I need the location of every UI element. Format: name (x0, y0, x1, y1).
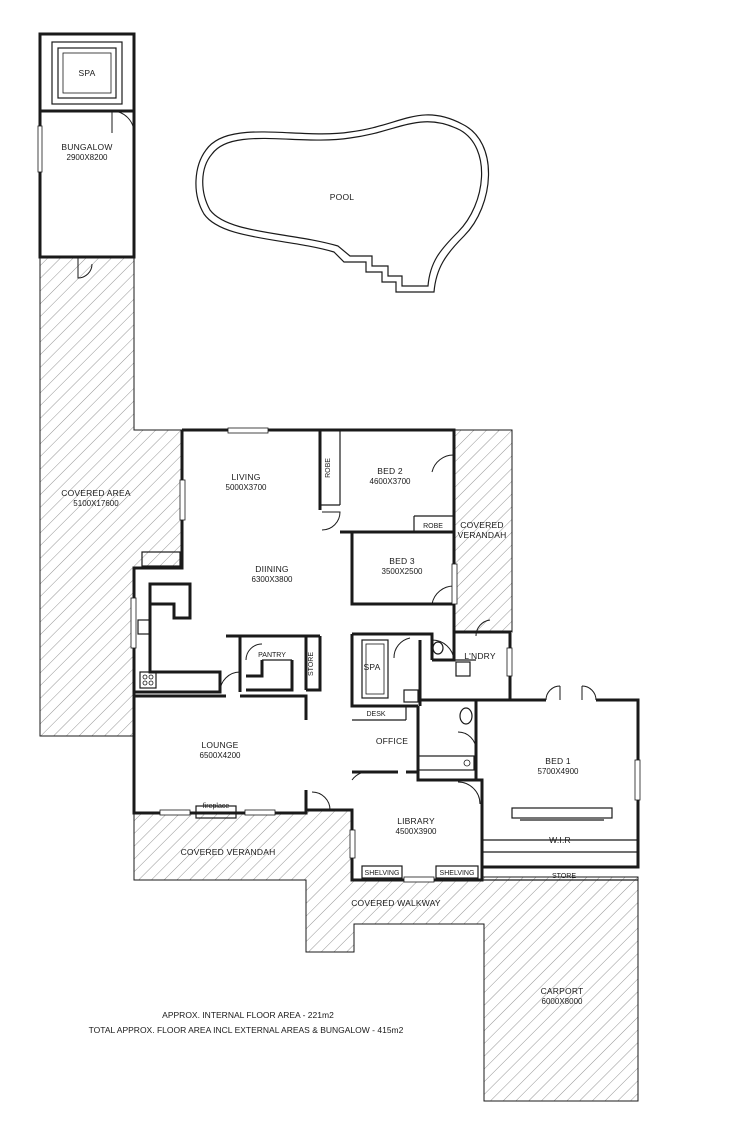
room-labels: SPA BUNGALOW 2900X8200 POOL COVERED AREA… (61, 68, 583, 1006)
label-shelving-left: SHELVING (365, 870, 400, 877)
label-fireplace: fireplace (203, 803, 230, 810)
label-covered-verandah-front: COVERED VERANDAH (181, 847, 276, 857)
dims-carport: 6000X8000 (542, 997, 583, 1006)
dims-dining: 6300X3800 (252, 575, 293, 584)
dims-living: 5000X3700 (226, 483, 267, 492)
label-shelving-right: SHELVING (440, 870, 475, 877)
label-dining: DIINING (255, 564, 289, 574)
label-lounge: LOUNGE (201, 740, 238, 750)
dims-bed2: 4600X3700 (370, 477, 411, 486)
dims-bed3: 3500X2500 (382, 567, 423, 576)
house-shell (130, 427, 641, 883)
label-robe-living: ROBE (325, 458, 332, 478)
note-internal-area: APPROX. INTERNAL FLOOR AREA - 221m2 (162, 1010, 334, 1020)
label-bed1: BED 1 (545, 756, 571, 766)
label-covered-walkway: COVERED WALKWAY (351, 898, 441, 908)
note-total-area: TOTAL APPROX. FLOOR AREA INCL EXTERNAL A… (89, 1025, 404, 1035)
label-library: LIBRARY (397, 816, 435, 826)
dims-library: 4500X3900 (396, 827, 437, 836)
label-covered-area: COVERED AREA (61, 488, 131, 498)
label-living: LIVING (231, 472, 260, 482)
label-store-carport: STORE (552, 873, 576, 880)
label-pantry: PANTRY (258, 652, 286, 659)
label-bungalow: BUNGALOW (61, 142, 112, 152)
label-carport: CARPORT (541, 986, 584, 996)
label-office: OFFICE (376, 736, 408, 746)
pool (195, 114, 490, 293)
label-spa-bath: SPA (364, 662, 381, 672)
label-pool: POOL (330, 192, 354, 202)
dims-bed1: 5700X4900 (538, 767, 579, 776)
bungalow-block (37, 32, 136, 279)
label-bed3: BED 3 (389, 556, 415, 566)
label-bed2: BED 2 (377, 466, 403, 476)
label-store-pantry: STORE (308, 652, 315, 676)
area-notes: APPROX. INTERNAL FLOOR AREA - 221m2 TOTA… (89, 1010, 404, 1035)
dims-bungalow: 2900X8200 (67, 153, 108, 162)
dims-covered-area: 5100X17600 (73, 499, 119, 508)
dims-lounge: 6500X4200 (200, 751, 241, 760)
label-spa-outdoor: SPA (79, 68, 96, 78)
label-wir: W.I.R (549, 835, 571, 845)
label-covered-verandah-side-1: COVERED (460, 520, 503, 530)
label-robe-bed2: ROBE (423, 523, 443, 530)
label-laundry: L'NDRY (464, 651, 496, 661)
label-covered-verandah-side-2: VERANDAH (458, 530, 507, 540)
label-desk: DESK (366, 711, 385, 718)
